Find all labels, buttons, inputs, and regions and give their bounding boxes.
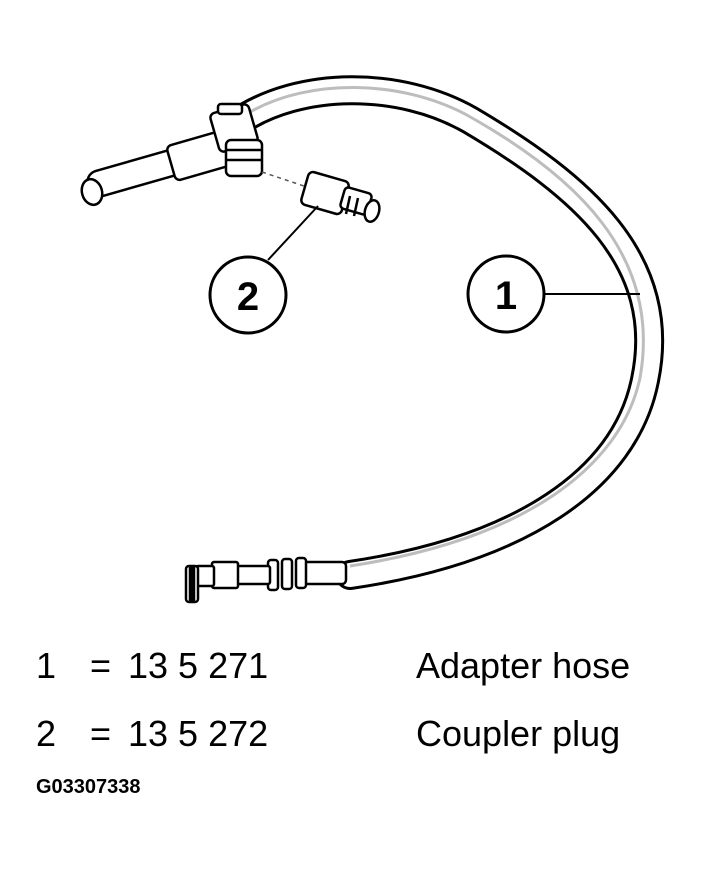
callout-1: 1 bbox=[466, 254, 546, 334]
leader-line-2 bbox=[267, 205, 319, 261]
legend-part-number: 13 5 271 bbox=[128, 645, 269, 686]
legend-row-1: 1 = 13 5 271 Adapter hose bbox=[36, 646, 676, 686]
legend-part-number: 13 5 272 bbox=[128, 713, 269, 754]
legend-equals: = bbox=[90, 645, 112, 686]
legend-row-2: 2 = 13 5 272 Coupler plug bbox=[36, 714, 676, 754]
legend-number: 2 bbox=[36, 713, 57, 754]
figure-id: G03307338 bbox=[36, 776, 141, 798]
svg-text:1: 1 bbox=[495, 274, 517, 318]
t-connector bbox=[80, 102, 264, 207]
hose-diagram: 1 2 bbox=[80, 75, 665, 604]
legend-description: Adapter hose bbox=[416, 645, 631, 686]
legend-equals: = bbox=[90, 713, 112, 754]
assembly-dashed-line bbox=[261, 171, 311, 189]
legend-description: Coupler plug bbox=[416, 713, 621, 754]
callout-2: 2 bbox=[208, 255, 288, 335]
legend-number: 1 bbox=[36, 645, 57, 686]
hose-end-fitting bbox=[184, 556, 348, 604]
coupler-plug bbox=[300, 170, 381, 223]
svg-text:2: 2 bbox=[237, 275, 259, 319]
adapter-hose bbox=[223, 75, 665, 590]
